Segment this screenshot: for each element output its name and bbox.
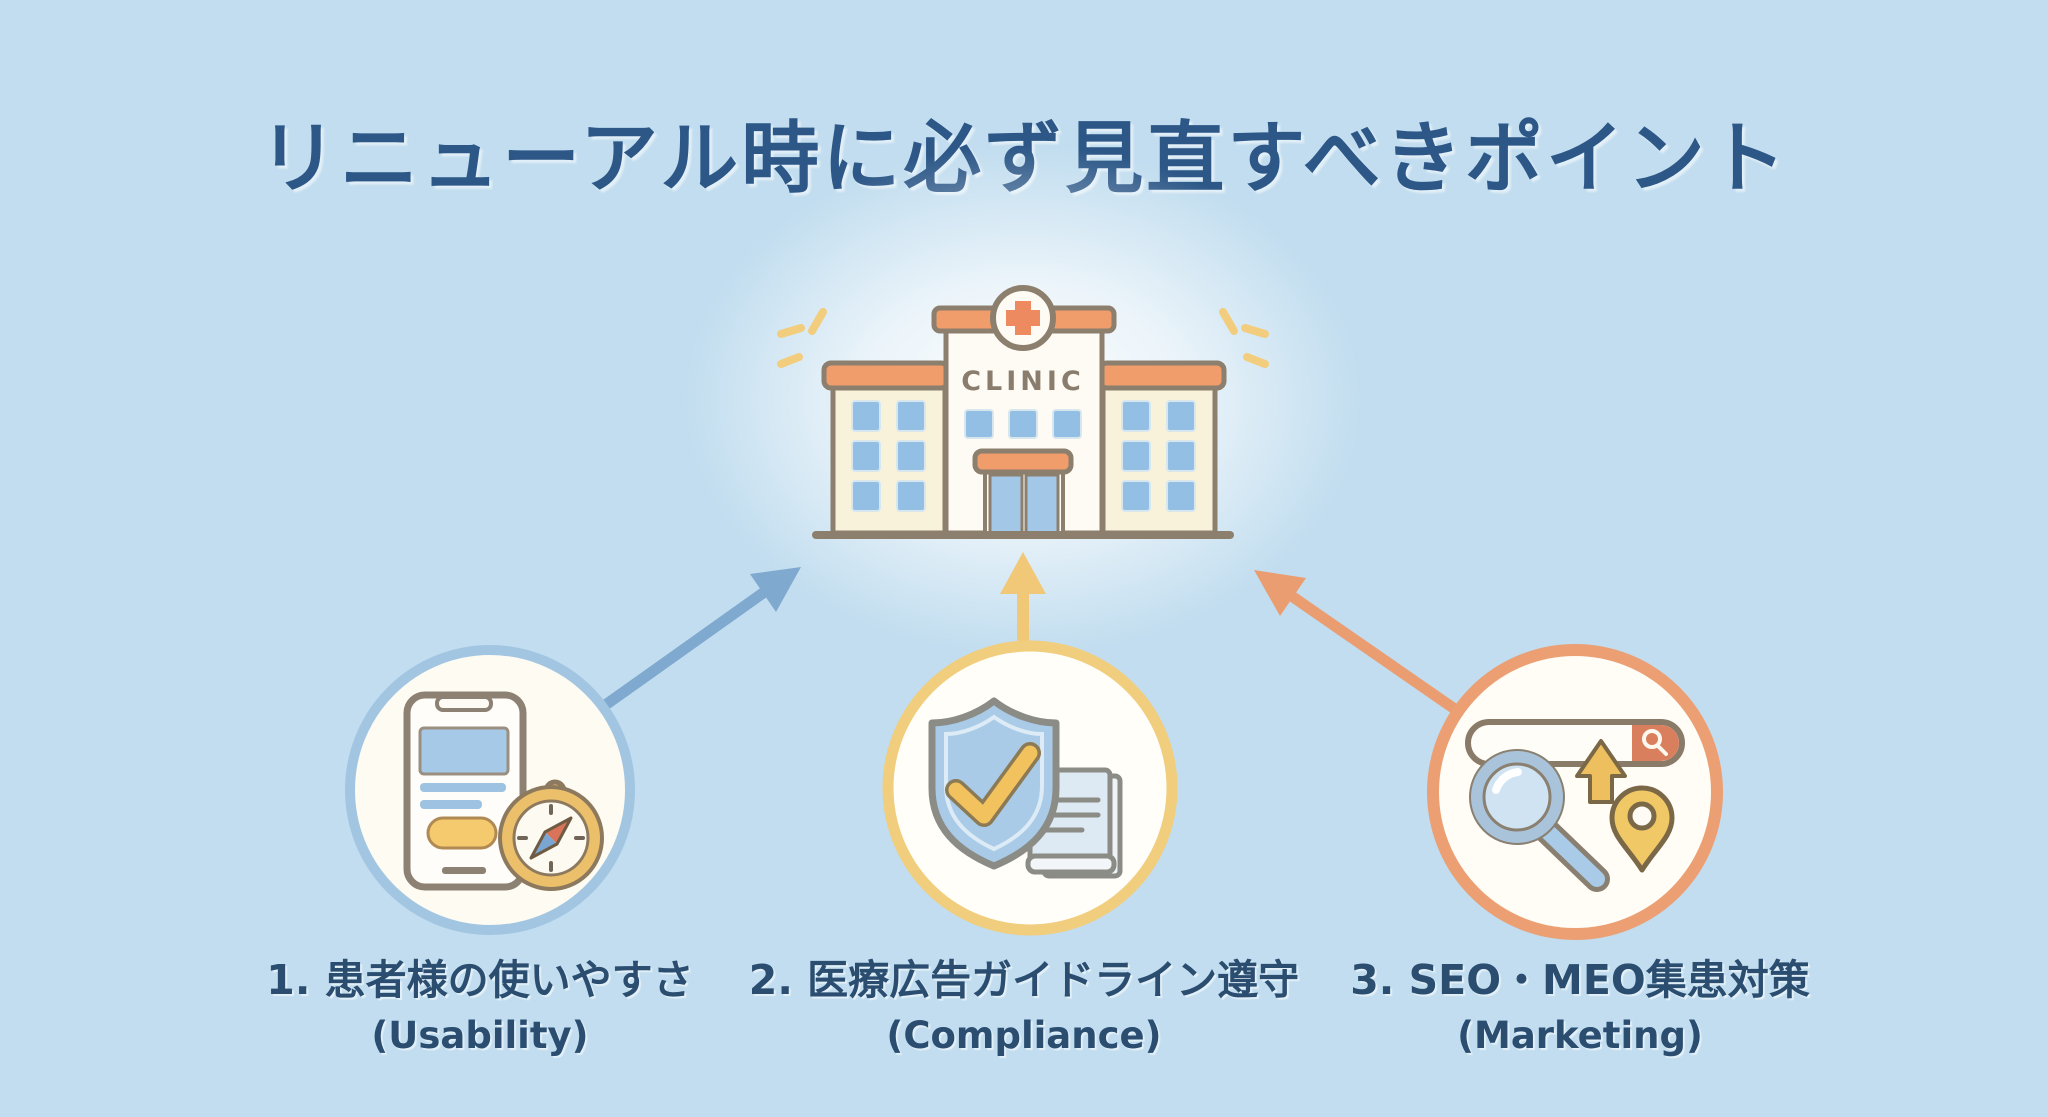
left-wing-windows <box>851 400 926 512</box>
label-usability-en: (Usability) <box>371 1014 589 1057</box>
label-marketing-en: (Marketing) <box>1457 1014 1703 1057</box>
building-tower: CLINIC <box>812 285 1234 539</box>
sparkle-left-icon <box>777 308 827 368</box>
clinic-building: CLINIC <box>777 285 1269 539</box>
checkmark-icon <box>945 742 1041 827</box>
circle-usability <box>345 645 635 935</box>
shield-icon <box>928 697 1060 870</box>
building-base <box>812 531 1234 539</box>
location-pin-icon <box>1609 785 1675 873</box>
smartphone-icon <box>403 691 527 891</box>
building-left-wing <box>821 360 951 536</box>
magnifier-icon <box>1469 749 1610 892</box>
label-usability-jp: 1. 患者様の使いやすさ <box>266 956 694 1004</box>
clinic-sign: CLINIC <box>961 366 1085 397</box>
compass-icon <box>498 779 604 891</box>
building-right-wing <box>1097 360 1227 536</box>
label-marketing: 3. SEO・MEO集患対策 (Marketing) <box>1250 946 1910 1057</box>
arrow-usability <box>598 567 801 712</box>
arrow-marketing <box>1254 570 1465 718</box>
tower-windows <box>964 409 1082 439</box>
building-entrance <box>972 448 1074 535</box>
circle-compliance <box>882 640 1178 936</box>
label-compliance-en: (Compliance) <box>886 1014 1162 1057</box>
label-compliance: 2. 医療広告ガイドライン遵守 (Compliance) <box>694 946 1354 1057</box>
right-wing-windows <box>1121 400 1196 512</box>
up-arrow-icon <box>1575 739 1627 804</box>
label-compliance-jp: 2. 医療広告ガイドライン遵守 <box>748 956 1300 1004</box>
medical-cross-icon <box>990 285 1056 351</box>
label-usability: 1. 患者様の使いやすさ (Usability) <box>150 946 810 1057</box>
label-marketing-jp: 3. SEO・MEO集患対策 <box>1350 956 1810 1004</box>
sparkle-right-icon <box>1219 308 1269 368</box>
circle-marketing <box>1427 644 1723 940</box>
